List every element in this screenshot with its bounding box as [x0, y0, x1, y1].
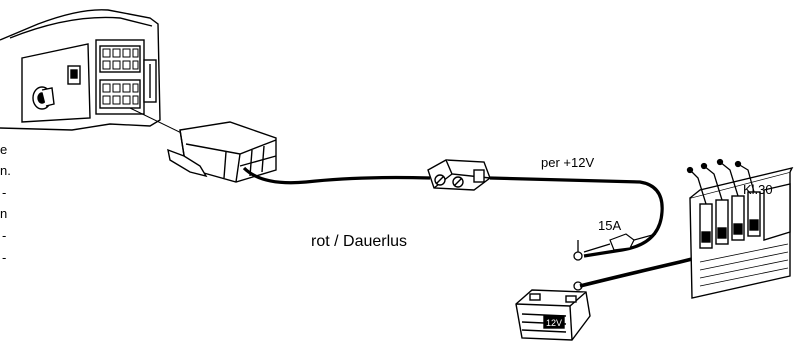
- terminal-block: [689, 166, 794, 299]
- main-cable: [242, 166, 431, 185]
- knob-icon: [32, 86, 55, 110]
- fuse-label: 15A: [598, 218, 621, 233]
- edge-fragment: n.: [0, 163, 11, 178]
- plug-adapter: [167, 121, 277, 183]
- terminal-label: Kl.30: [743, 182, 773, 197]
- fuse-15a: [583, 233, 657, 253]
- battery-label: 12V: [546, 318, 562, 328]
- inline-fuse-holder: [427, 159, 491, 191]
- probe-wires: [686, 158, 755, 205]
- edge-fragment: -: [2, 228, 7, 243]
- supply-cable: [489, 176, 664, 258]
- wire-label: rot / Dauerlus: [311, 233, 407, 250]
- edge-fragment: -: [2, 250, 7, 265]
- supply-label: per +12V: [541, 155, 594, 170]
- ground-cable: [579, 256, 697, 288]
- battery-icon: [515, 289, 591, 341]
- edge-fragment: n: [0, 206, 8, 221]
- edge-fragment: e: [0, 142, 8, 157]
- radio-unit: [0, 9, 161, 131]
- terminal-hatch: [699, 243, 789, 287]
- edge-fragment: -: [2, 185, 7, 200]
- connector-pins: [102, 48, 139, 105]
